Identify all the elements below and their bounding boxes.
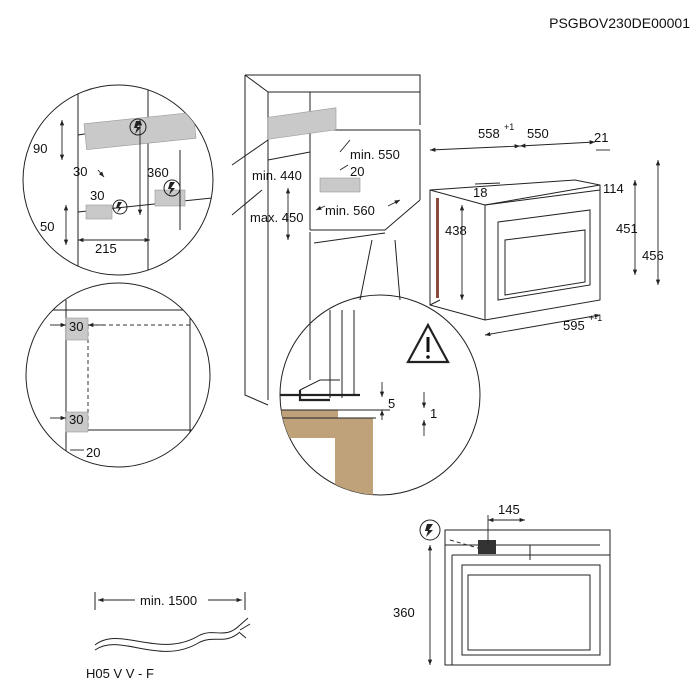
min-560-label: min. 560 <box>325 203 375 218</box>
dim-18-label: 18 <box>473 185 487 200</box>
cabinet-drawing <box>231 74 421 406</box>
oven-isometric <box>429 179 601 321</box>
dim-595-label: 595 <box>563 318 585 333</box>
dim-558-label: 558 <box>478 126 500 141</box>
corner-30-bottom-label: 30 <box>69 412 83 427</box>
side-360-label: 360 <box>393 605 415 620</box>
corner-20-label: 20 <box>86 445 100 460</box>
dim-1-label: 1 <box>430 406 437 421</box>
dim-50-label: 50 <box>40 219 54 234</box>
power-supply-icon <box>116 202 122 213</box>
dim-438-label: 438 <box>445 223 467 238</box>
power-supply-icon <box>134 121 141 134</box>
min-550-label: min. 550 <box>350 147 400 162</box>
dim-21-label: 21 <box>594 130 608 145</box>
document-code: PSGBOV230DE00001 <box>549 15 690 31</box>
corner-detail-circle <box>25 282 211 468</box>
side-145-label: 145 <box>498 502 520 517</box>
dim-5-label: 5 <box>388 396 395 411</box>
dim-558-tolerance: +1 <box>504 122 514 132</box>
dim-456-label: 456 <box>642 248 664 263</box>
corner-30-top-label: 30 <box>69 319 83 334</box>
power-detail-circle <box>22 84 214 276</box>
warning-icon <box>406 322 450 364</box>
cable-type-label: H05 V V - F <box>86 666 154 681</box>
dim-90-label: 90 <box>33 141 47 156</box>
dim-451-label: 451 <box>616 221 638 236</box>
cable-drawing <box>94 592 251 652</box>
max-450-label: max. 450 <box>250 210 303 225</box>
min-440-label: min. 440 <box>252 168 302 183</box>
cable-length-label: min. 1500 <box>140 593 197 608</box>
warning-detail-circle <box>279 294 481 496</box>
dim-30b-label: 30 <box>90 188 104 203</box>
dim-550-label: 550 <box>527 126 549 141</box>
gap-20-label: 20 <box>350 164 364 179</box>
dim-30-label: 30 <box>73 164 87 179</box>
power-supply-icon <box>168 182 175 195</box>
dim-215-label: 215 <box>95 241 117 256</box>
dim-114-label: 114 <box>603 181 624 196</box>
dim-360-label: 360 <box>147 165 169 180</box>
oven-side-view <box>444 529 611 666</box>
dim-595-tolerance: +-1 <box>589 313 602 323</box>
power-supply-icon <box>425 524 433 537</box>
